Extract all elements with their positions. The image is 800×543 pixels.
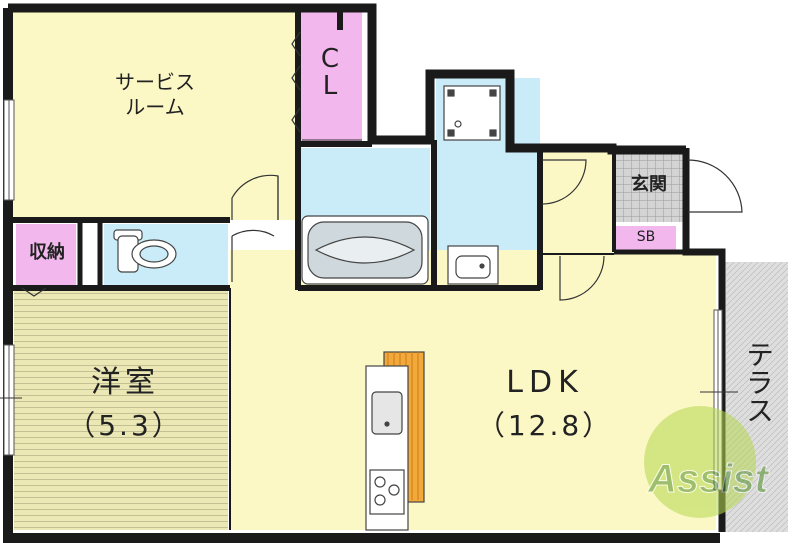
hall-floor [540,152,612,252]
terrace-label: テラス [742,340,775,424]
washing-machine [443,85,501,141]
storage-floor [16,224,76,286]
service-room-floor [10,10,298,220]
western-room-label: 洋室 [91,365,159,400]
service-room-label: サービス ルーム [115,70,195,119]
bathtub [301,215,429,285]
ldk-label: LDK [506,365,584,400]
assist-logo: Assist [644,406,770,518]
western-room-size: （5.3） [67,409,183,442]
closet-floor [300,12,362,142]
entrance-floor [614,152,684,222]
wash-basin [447,245,499,285]
doors [21,31,743,301]
ldk-size: （12.8） [476,409,614,442]
western-room-floor [14,290,228,530]
shoe-box-label: SB [636,229,656,245]
ldk-floor [230,250,716,530]
storage-label: 収納 [29,242,65,263]
toilet-fixture [113,229,177,273]
kitchen [365,351,425,531]
shoe-box-fill [616,226,676,252]
closet-label: C L [320,44,340,102]
entrance-label: 玄関 [631,174,667,195]
watermark-text: Assist [647,457,770,501]
